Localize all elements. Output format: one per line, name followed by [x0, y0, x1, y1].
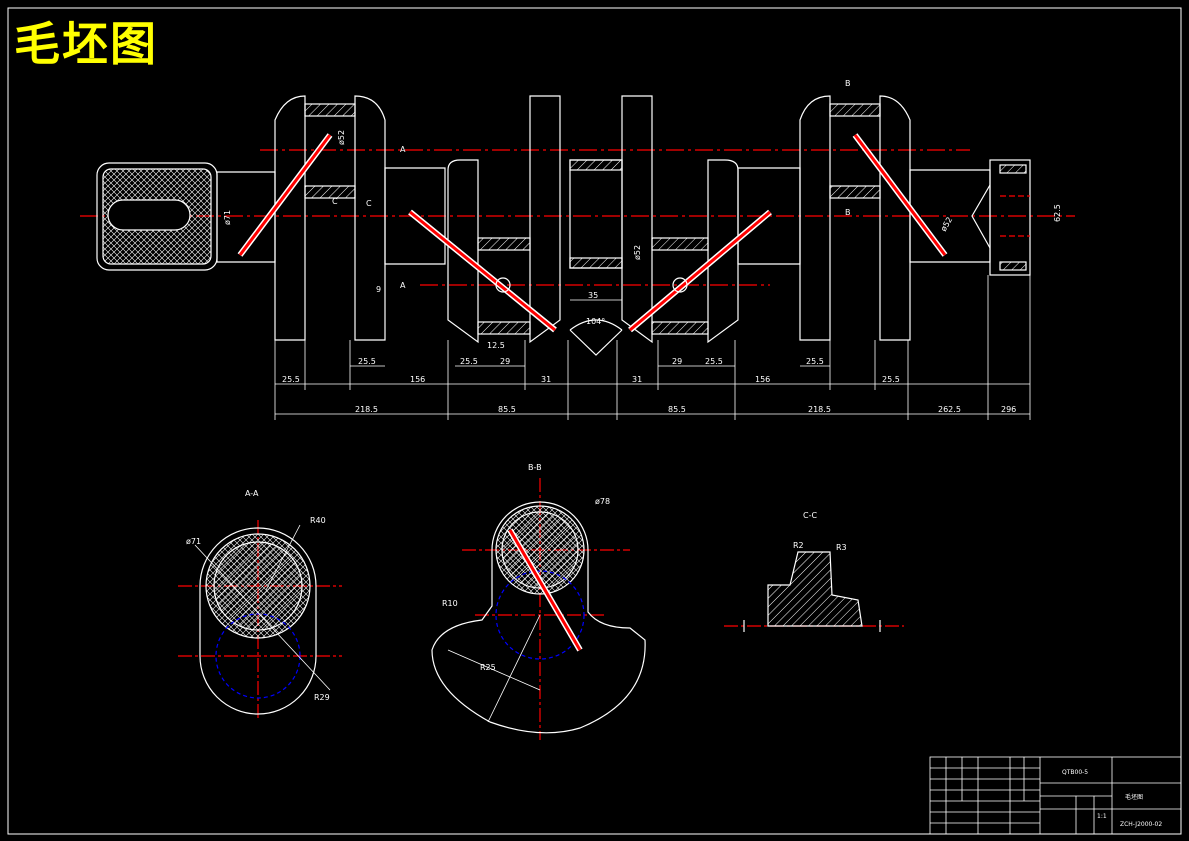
- section-cc-r3: R3: [836, 543, 847, 552]
- dim-d52-c: ø52: [939, 215, 954, 233]
- section-b-b: [431, 478, 646, 740]
- bb-journal-core: [501, 511, 579, 589]
- dim-25-5-d: 25.5: [705, 357, 723, 366]
- pin-1-top: [304, 103, 356, 117]
- pin-3-bot: [651, 321, 709, 335]
- dim-25-5-b: 25.5: [358, 357, 376, 366]
- pin-2-bot: [477, 321, 531, 335]
- tb-material: 毛坯图: [1125, 793, 1143, 801]
- front-bore: [107, 199, 191, 231]
- dim-29-a: 29: [500, 357, 510, 366]
- dimension-lines: [274, 275, 1031, 420]
- dim-d71: ø71: [223, 210, 232, 225]
- oil-hole-end-2: [495, 277, 511, 293]
- dim-156-b: 156: [755, 375, 770, 384]
- tb-part-code: QTB00-5: [1062, 769, 1088, 776]
- section-bb-r25: R25: [480, 663, 496, 672]
- dim-85-5-b: 85.5: [668, 405, 686, 414]
- section-bb-d78: ø78: [595, 497, 610, 506]
- crankshaft-main-view: [80, 95, 1075, 356]
- section-aa-label: A-A: [245, 489, 259, 498]
- aa-journal-core: [213, 541, 303, 631]
- section-cc-label: C-C: [803, 511, 817, 520]
- dim-62-5: 62.5: [1053, 204, 1062, 222]
- aa-outline: [199, 527, 317, 715]
- dim-25-5-a: 25.5: [282, 375, 300, 384]
- tb-scale: 1:1: [1097, 813, 1107, 820]
- dim-29-b: 29: [672, 357, 682, 366]
- section-bb-label: B-B: [528, 463, 542, 472]
- title-block: [929, 756, 1182, 835]
- dim-296: 296: [1001, 405, 1016, 414]
- marker-b-top: B: [845, 79, 851, 88]
- pin-2-top: [477, 237, 531, 251]
- marker-c-left: C: [332, 197, 338, 206]
- dim-218-5-a: 218.5: [355, 405, 378, 414]
- rear-hole-bot: [999, 261, 1027, 271]
- drawing-border: [7, 7, 1182, 835]
- dim-25-5-e: 25.5: [806, 357, 824, 366]
- pin-4-bot: [829, 185, 881, 199]
- rear-cone: [971, 184, 991, 249]
- dim-d52-a: ø52: [337, 130, 346, 145]
- marker-a-top: A: [400, 145, 406, 154]
- dim-31-a: 31: [541, 375, 551, 384]
- dim-12-5: 12.5: [487, 341, 505, 350]
- dim-35: 35: [588, 291, 598, 300]
- bb-hidden-pin: [495, 570, 585, 660]
- section-bb-r10: R10: [442, 599, 458, 608]
- section-aa-d71: ø71: [186, 537, 201, 546]
- web-4a: [799, 95, 831, 341]
- pin-3-top: [651, 237, 709, 251]
- dim-25-5-c: 25.5: [460, 357, 478, 366]
- aa-hidden-pin: [215, 613, 301, 699]
- section-aa-r29: R29: [314, 693, 330, 702]
- bb-outline: [431, 501, 646, 734]
- rear-hole-top: [999, 164, 1027, 174]
- dim-262-5: 262.5: [938, 405, 961, 414]
- dim-25-5-f: 25.5: [882, 375, 900, 384]
- journal-3: [569, 159, 623, 269]
- journal-3-bot-wall: [569, 257, 623, 269]
- angle-vee: [569, 329, 623, 356]
- dim-85-5-a: 85.5: [498, 405, 516, 414]
- section-cc-r2: R2: [793, 541, 804, 550]
- web-3b: [707, 159, 739, 344]
- web-3a: [621, 95, 653, 344]
- cc-profile: [767, 551, 863, 627]
- marker-c-right: C: [366, 199, 372, 208]
- section-c-c: [724, 551, 904, 632]
- oil-hole-end-3: [672, 277, 688, 293]
- web-1a: [274, 95, 306, 341]
- pin-1-bot: [304, 185, 356, 199]
- dim-d52-b: ø52: [633, 245, 642, 260]
- dim-9: 9: [376, 285, 381, 294]
- dim-104-deg: 104°: [586, 317, 605, 326]
- journal-3-top-wall: [569, 159, 623, 171]
- web-2b: [529, 95, 561, 344]
- angle-arc: [569, 319, 623, 331]
- rear-flange: [989, 159, 1031, 276]
- dim-31-b: 31: [632, 375, 642, 384]
- marker-b-bot: B: [845, 208, 851, 217]
- dim-156-a: 156: [410, 375, 425, 384]
- section-aa-r40: R40: [310, 516, 326, 525]
- section-a-a: [178, 520, 342, 720]
- dim-218-5-b: 218.5: [808, 405, 831, 414]
- web-1b: [354, 95, 386, 341]
- drawing-title: 毛坯图: [14, 17, 158, 71]
- pin-4-top: [829, 103, 881, 117]
- marker-a-bot: A: [400, 281, 406, 290]
- web-4b: [879, 95, 911, 341]
- tb-drawing-no: ZCH-J2000-02: [1120, 821, 1162, 828]
- web-2a: [447, 159, 479, 344]
